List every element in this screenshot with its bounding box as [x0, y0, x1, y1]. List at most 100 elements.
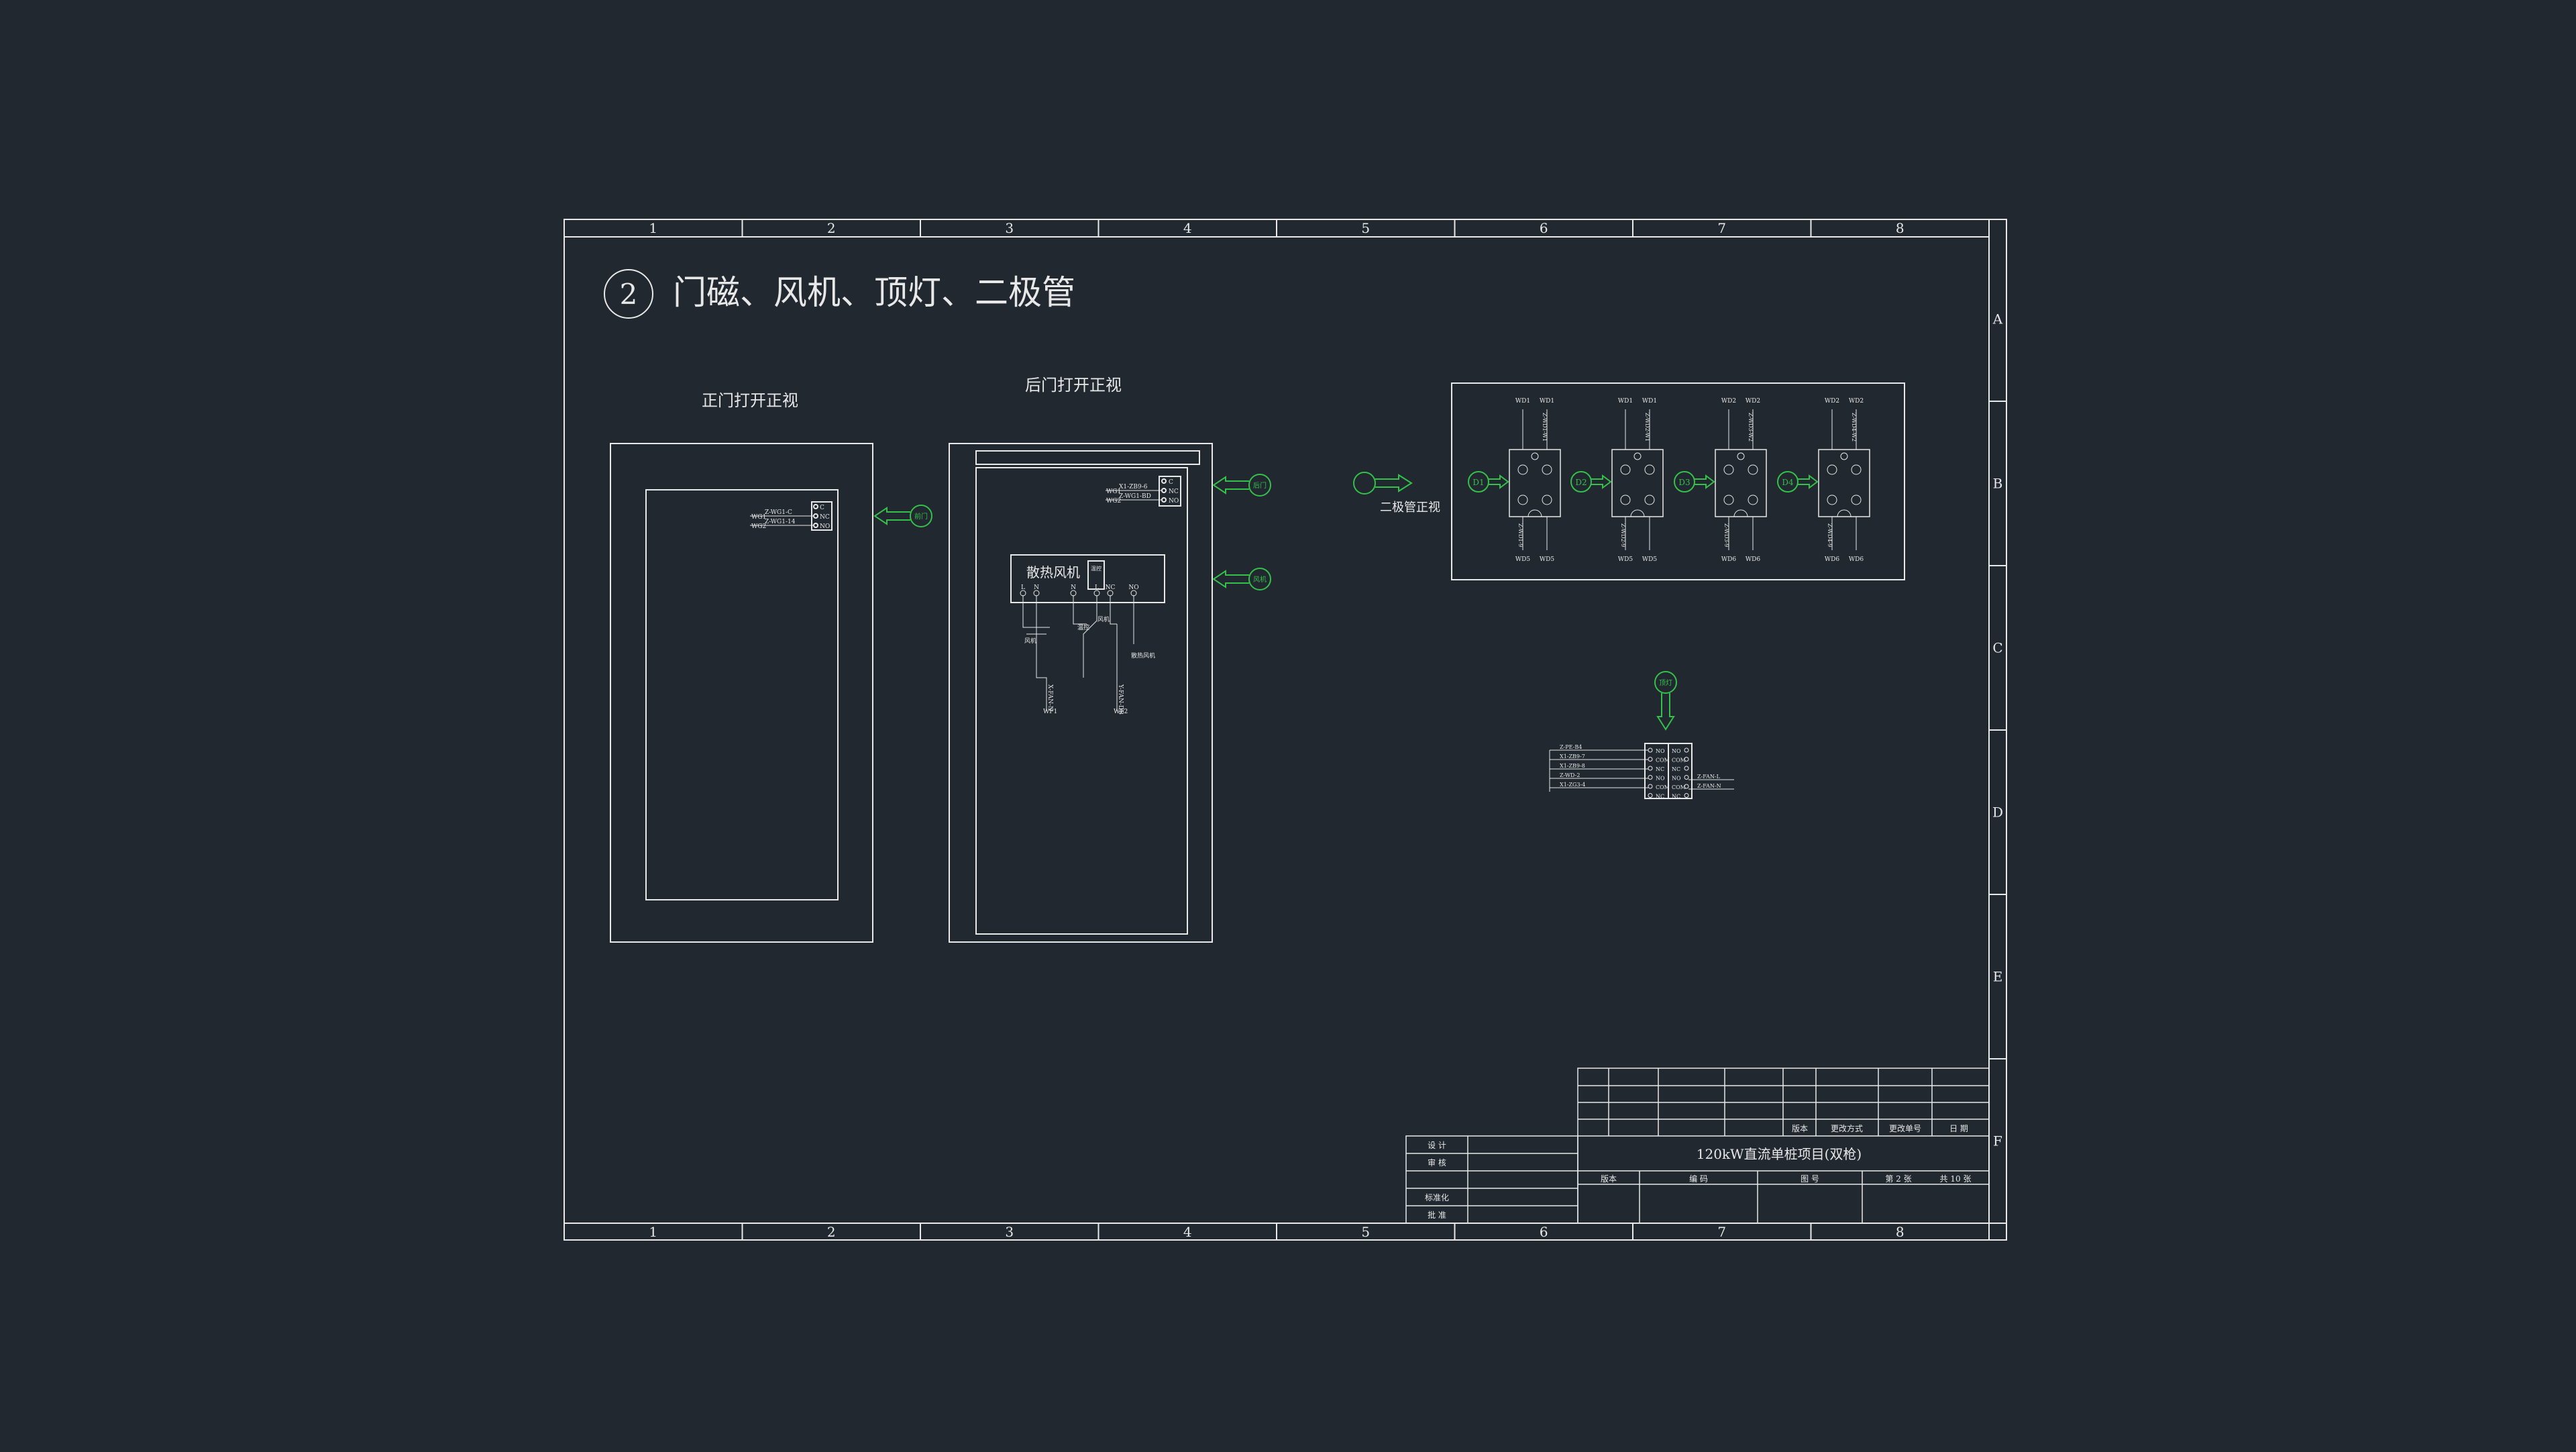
top-light-callout-label: 顶灯	[1659, 679, 1672, 687]
fan-terminal	[1070, 590, 1077, 597]
title-block-roles: 设 计 审 核 标准化 批 准	[1406, 1136, 1578, 1223]
front-door-callout-label: 前门	[914, 512, 928, 521]
column-label-bottom: 1	[649, 1224, 657, 1240]
diode-top-label: WD1	[1642, 398, 1657, 405]
light-pin	[1648, 747, 1653, 753]
light-pin-label: COM	[1656, 758, 1670, 764]
project-title: 120kW直流单桩项目(双枪)	[1697, 1146, 1862, 1162]
diode-side-label: Z-WD1-W1	[1542, 413, 1548, 442]
light-pin	[1648, 784, 1653, 789]
light-pin	[1648, 757, 1653, 762]
light-pin	[1684, 757, 1689, 762]
diode-id: D4	[1782, 478, 1794, 487]
fan-terminal-label: NC	[1106, 584, 1116, 591]
light-pin-label: COM	[1656, 784, 1670, 790]
diode-arrow	[1591, 474, 1612, 489]
column-label-bottom: 6	[1540, 1224, 1548, 1240]
diode-bottom-label: WD5	[1642, 556, 1657, 563]
fan-terminal	[1130, 590, 1137, 597]
light-pin	[1684, 747, 1689, 753]
light-pin	[1684, 775, 1689, 780]
fan-note-1: 风机	[1024, 637, 1036, 645]
light-pin-label: NO	[1672, 776, 1681, 782]
diode-view-label: 二极管正视	[1380, 501, 1440, 515]
fan-relay-label: 温控	[1091, 565, 1102, 572]
fan-lower-left-1: X-FAN-N	[1046, 684, 1053, 711]
tb-sheet: 第 2 张	[1885, 1174, 1911, 1184]
fan-terminal-label: N	[1034, 584, 1039, 591]
diode-side-label: Z-WD3-9	[1723, 523, 1729, 547]
fan-terminal-label: N	[1071, 584, 1076, 591]
fan-callout: 风机	[1212, 568, 1271, 590]
diode-top-label: WD2	[1825, 398, 1839, 405]
diode-top-label: WD2	[1849, 398, 1864, 405]
diode-view-callout	[1353, 472, 1413, 495]
role-standard: 标准化	[1425, 1193, 1449, 1202]
diode-bottom-label: WD6	[1746, 556, 1760, 563]
diode-side-label: Z-WD2-9	[1620, 523, 1626, 547]
revision-grid: 版本 更改方式 更改单号 日 期	[1578, 1068, 1989, 1137]
tb-version: 版本	[1601, 1174, 1617, 1184]
diode-callout	[1674, 471, 1695, 492]
row-label: D	[1992, 805, 2003, 821]
front-door-view: 正门打开正视 C NC NO Z-WG1-C Z-WG1-14 WG1 WG2	[610, 391, 873, 943]
diode-top-label: WD1	[1515, 398, 1530, 405]
diode-bottom-label: WD6	[1721, 556, 1736, 563]
diode-side-label: Z-WD4-W2	[1851, 413, 1857, 442]
page-title: 门磁、风机、顶灯、二极管	[673, 273, 1075, 312]
fan-terminal-label: NO	[1128, 584, 1138, 591]
light-pin-label: COM	[1672, 784, 1686, 790]
light-pin-label: NO	[1656, 776, 1665, 782]
diode-body	[1509, 449, 1561, 517]
front-pin-nc: NC	[820, 514, 830, 521]
rear-door-switch: C NC NO X1-ZB9-6 Z-WG1-BD WG1 WG2	[1106, 476, 1181, 507]
fan-title: 散热风机	[1026, 564, 1080, 580]
light-pin	[1684, 784, 1689, 789]
front-pin-c: C	[820, 505, 824, 511]
diode-id: D3	[1678, 478, 1690, 487]
light-pin-label: NC	[1672, 794, 1680, 800]
column-label-bottom: 7	[1717, 1224, 1726, 1240]
diode-id: D2	[1575, 478, 1587, 487]
role-approve: 批 准	[1428, 1210, 1446, 1220]
front-door-callout: 前门	[873, 505, 932, 527]
column-label-bottom: 4	[1183, 1224, 1192, 1240]
diode-terminal	[1748, 495, 1758, 505]
column-label-bottom: 3	[1005, 1224, 1014, 1240]
tb-drawing-no: 图 号	[1801, 1174, 1819, 1184]
diode-terminal	[1644, 464, 1655, 475]
column-label-top: 2	[827, 220, 836, 236]
row-label: A	[1992, 311, 2003, 327]
diode-bottom-label: WD6	[1849, 556, 1864, 563]
light-right-label: Z-FAN-N	[1697, 783, 1721, 789]
diode-callout	[1570, 471, 1592, 492]
diode-body	[1715, 449, 1767, 517]
fan-lower-right-2: WF2	[1114, 709, 1128, 715]
front-door-switch: C NC NO Z-WG1-C Z-WG1-14 WG1 WG2	[750, 501, 833, 531]
role-design: 设 计	[1428, 1141, 1446, 1150]
role-review: 审 核	[1428, 1157, 1446, 1168]
rear-door-label: 后门打开正视	[1025, 376, 1122, 395]
light-left-label: X1-ZB9-8	[1560, 763, 1585, 769]
diode-terminal	[1644, 495, 1655, 505]
rear-door-callout: 后门	[1212, 474, 1271, 497]
diode-callout	[1468, 471, 1489, 492]
fan-terminal-label: L	[1095, 584, 1099, 591]
diode-terminal	[1748, 464, 1758, 475]
light-left-label: X1-ZB9-7	[1560, 754, 1585, 760]
diode-top-label: WD2	[1721, 398, 1736, 405]
light-left-label: Z-WD-2	[1560, 772, 1580, 778]
light-pin-label: COM	[1672, 758, 1686, 764]
light-pin	[1648, 766, 1653, 771]
rev-header-number: 更改单号	[1889, 1124, 1921, 1133]
diode-terminal	[1517, 464, 1528, 475]
